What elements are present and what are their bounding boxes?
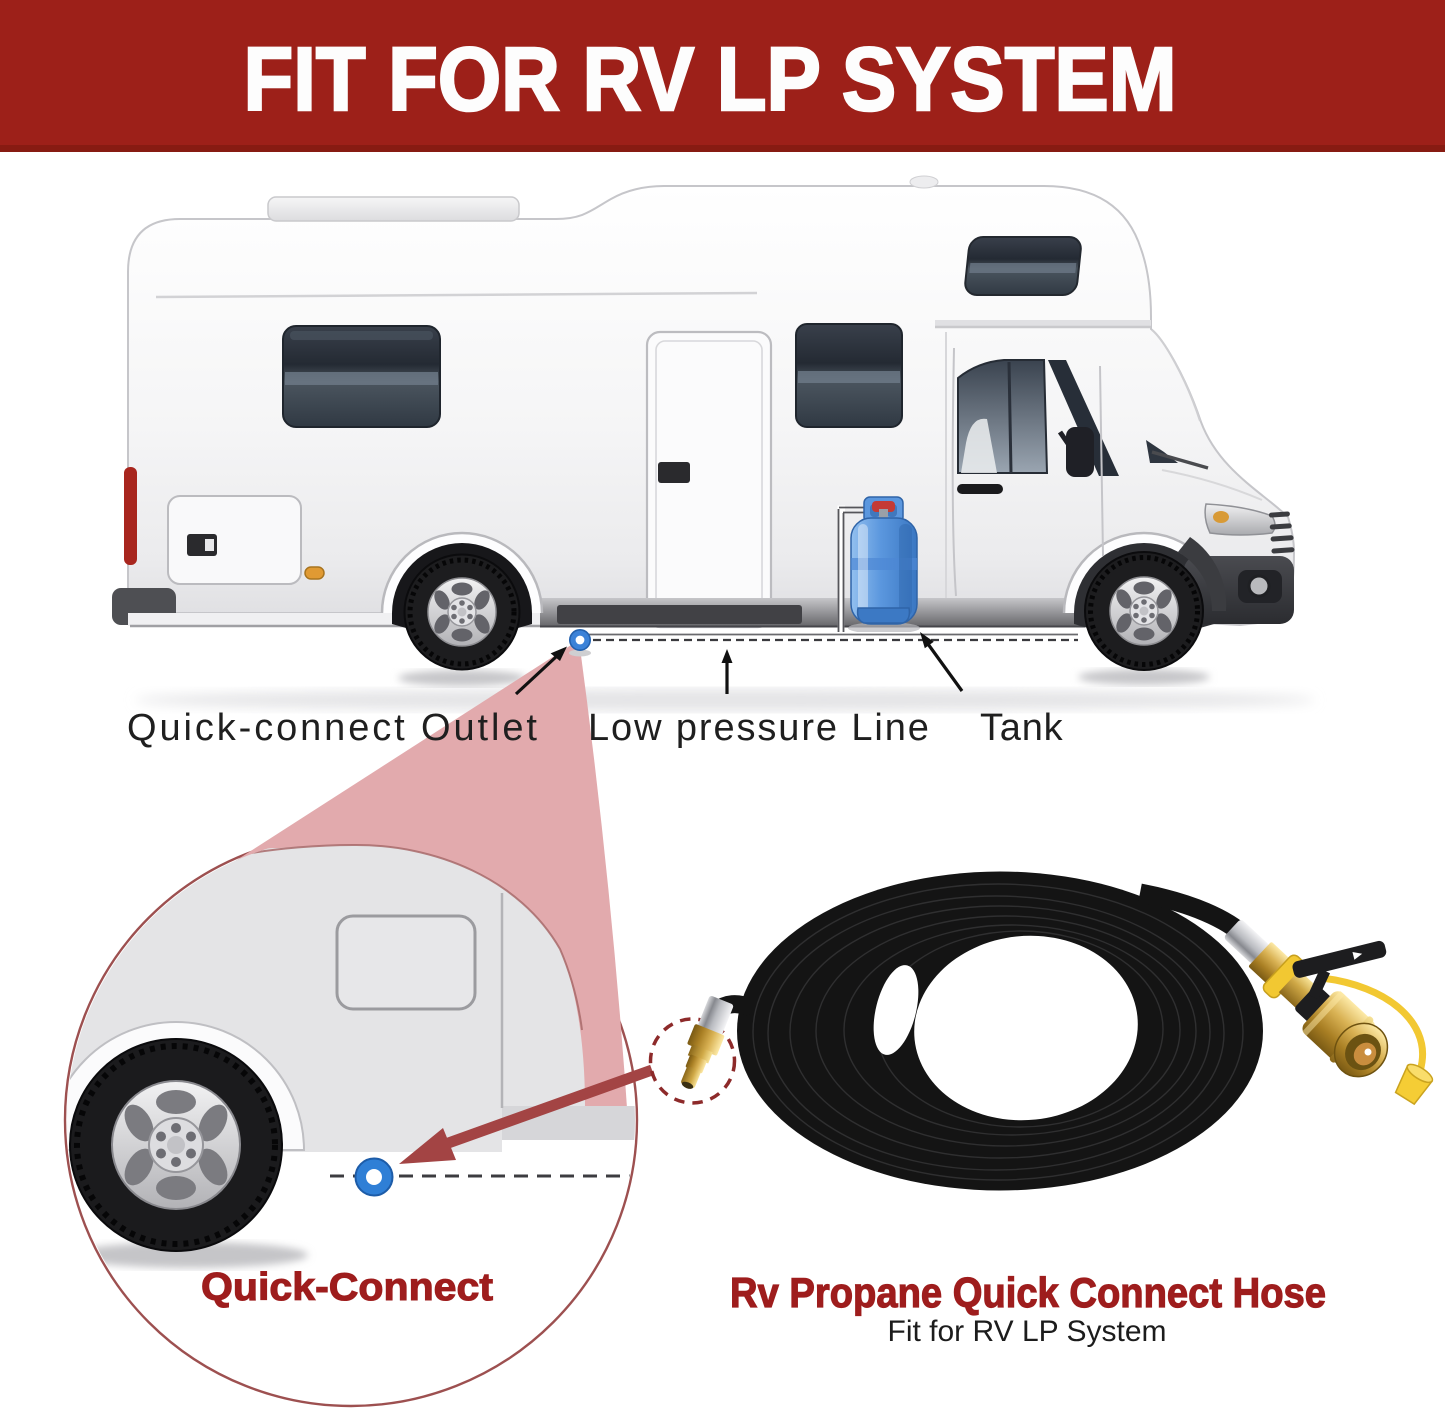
svg-text:Low pressure Line: Low pressure Line <box>588 707 931 749</box>
svg-text:Fit for RV LP System: Fit for RV LP System <box>888 1315 1167 1348</box>
svg-text:Rv Propane Quick Connect Hose: Rv Propane Quick Connect Hose <box>730 1269 1326 1316</box>
svg-text:FIT FOR RV LP SYSTEM: FIT FOR RV LP SYSTEM <box>244 30 1177 130</box>
svg-text:Quick-Connect: Quick-Connect <box>201 1266 493 1309</box>
svg-text:Tank: Tank <box>980 707 1064 749</box>
svg-text:Quick-connect Outlet: Quick-connect Outlet <box>127 707 540 749</box>
